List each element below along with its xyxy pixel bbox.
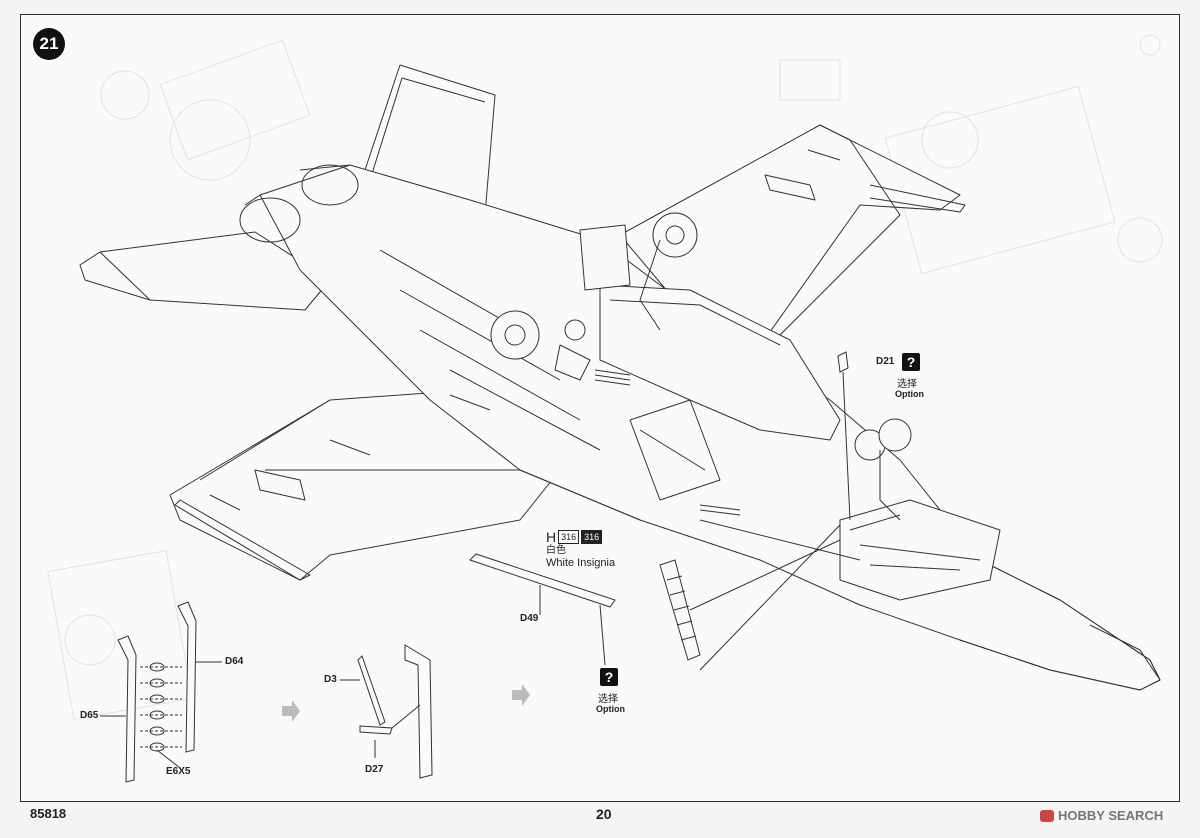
- kit-number: 85818: [30, 806, 67, 821]
- option-icon: ?: [902, 353, 920, 371]
- part-label-d3: D3: [324, 674, 337, 685]
- option-label-en-2: Option: [596, 704, 625, 714]
- watermark: HOBBY SEARCH: [1040, 808, 1163, 823]
- option-label-cn-2: 选择: [598, 694, 618, 705]
- ladder-rails-d64-d65: [100, 601, 222, 783]
- ladder-assembly-d3-d27: [340, 644, 433, 779]
- option-label-cn: 选择: [897, 379, 917, 390]
- paint-letter: H: [546, 528, 557, 545]
- option-icon-2: ?: [600, 668, 618, 686]
- part-label-d49: D49: [520, 613, 539, 624]
- step-number-badge: 21: [33, 28, 65, 60]
- ladder-drawing: [659, 524, 841, 671]
- fuselage-group: [79, 64, 1161, 691]
- watermark-logo-icon: [1040, 809, 1054, 822]
- paint-callout: H 316 316 白色 White Insignia: [546, 530, 615, 570]
- option-label-en: Option: [895, 389, 924, 399]
- paint-code-flat: 316: [581, 530, 603, 544]
- part-label-d65: D65: [80, 710, 99, 721]
- watermark-text: HOBBY SEARCH: [1058, 808, 1164, 823]
- part-label-d21: D21: [876, 356, 895, 367]
- part-label-e6x5: E6X5: [166, 766, 191, 777]
- part-label-d64: D64: [225, 656, 244, 667]
- paint-label-en: White Insignia: [546, 557, 616, 569]
- paint-label-cn: 白色: [546, 545, 566, 556]
- part-label-d27: D27: [365, 764, 384, 775]
- page-number: 20: [596, 806, 612, 822]
- paint-code-gloss: 316: [558, 530, 580, 544]
- assembly-arrows: [282, 684, 530, 722]
- part-d21-drawing: [837, 351, 851, 521]
- part-d49-drawing: [469, 553, 616, 666]
